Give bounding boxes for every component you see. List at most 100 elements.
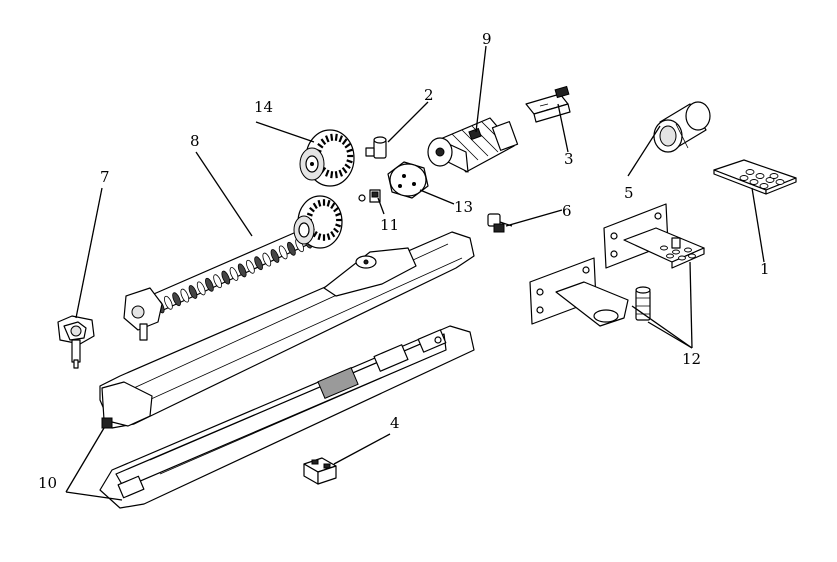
plate-hole — [775, 179, 785, 185]
part-6-pin — [487, 213, 513, 233]
gear-tooth — [344, 163, 351, 169]
label-part-2: 2 — [424, 86, 434, 104]
worm-thread — [237, 263, 247, 278]
leader-12b — [647, 321, 693, 349]
gear-tooth — [341, 166, 348, 174]
label-part-12: 12 — [682, 350, 701, 368]
gear-tooth — [338, 135, 344, 143]
leader-1 — [751, 187, 765, 263]
label-part-4: 4 — [390, 414, 400, 432]
gear-tooth — [324, 135, 330, 143]
gear-tooth — [326, 199, 331, 207]
part-labels: 1 2 3 4 5 6 7 8 9 10 11 12 13 14 — [38, 30, 770, 492]
part-12-upper-bracket — [603, 203, 705, 269]
part-9-motor — [427, 117, 519, 173]
leader-4 — [333, 433, 391, 465]
leader-3 — [557, 103, 569, 153]
worm-thread — [180, 288, 190, 303]
label-part-14: 14 — [254, 98, 273, 116]
part-12-lower-bracket — [529, 257, 651, 327]
gear-tooth — [338, 169, 344, 177]
part-13-end-plate — [387, 161, 429, 199]
gear-tooth — [346, 148, 353, 153]
gear-tooth — [309, 206, 315, 213]
part-1-plate — [713, 159, 797, 195]
label-part-11: 11 — [380, 216, 399, 234]
worm-thread — [164, 295, 173, 310]
label-part-9: 9 — [482, 30, 492, 48]
bracket-hole — [660, 245, 668, 251]
worm-thread — [172, 292, 181, 307]
plate-hole — [749, 179, 759, 185]
label-part-13: 13 — [454, 198, 473, 216]
bracket-hole — [678, 255, 686, 261]
gear-tooth — [317, 143, 324, 149]
leader-11 — [377, 197, 385, 215]
plate-hole — [769, 173, 779, 179]
leader-12c — [631, 305, 693, 349]
gear-tooth — [330, 202, 336, 210]
label-part-3: 3 — [564, 150, 574, 168]
gear-tooth — [334, 133, 338, 141]
leader-7 — [75, 187, 103, 319]
worm-thread — [270, 249, 280, 263]
leader-6 — [505, 209, 563, 227]
worm-thread — [221, 270, 231, 285]
worm-thread — [188, 285, 198, 299]
leader-lines — [65, 45, 765, 501]
gear-tooth — [335, 212, 342, 217]
gear-tooth — [320, 138, 327, 146]
worm-thread — [196, 281, 206, 296]
worm-thread — [254, 256, 263, 271]
gear-tooth — [324, 169, 330, 177]
gear-tooth — [334, 171, 338, 179]
part-11-clip — [358, 189, 381, 203]
leader-9 — [475, 45, 487, 133]
label-part-6: 6 — [562, 202, 572, 220]
gear-tooth — [326, 233, 331, 241]
leader-13 — [419, 189, 455, 205]
worm-thread — [262, 252, 272, 267]
gear-tooth — [346, 159, 353, 164]
gear-tooth — [306, 212, 313, 217]
leader-10a — [65, 427, 105, 493]
gear-tooth — [333, 206, 339, 213]
worm-thread — [278, 245, 288, 260]
gear-tooth — [330, 133, 334, 141]
leader-5 — [627, 125, 661, 177]
leader-10b — [65, 491, 123, 501]
gear-tooth — [330, 171, 334, 179]
part-2-coupling — [365, 136, 387, 159]
part-1-holes — [739, 169, 785, 189]
gear-tooth — [317, 233, 322, 241]
leader-14 — [255, 121, 315, 143]
worm-thread — [229, 267, 239, 281]
plate-hole — [745, 169, 755, 175]
part-12-holes — [660, 245, 696, 261]
plate-hole — [739, 175, 749, 181]
bracket-hole — [672, 249, 680, 255]
plate-hole — [759, 183, 769, 189]
part-7-clevis-bracket — [57, 315, 95, 369]
label-part-8: 8 — [190, 132, 200, 150]
gear-tooth — [333, 227, 339, 234]
worm-thread — [246, 259, 255, 274]
gear-tooth — [344, 143, 351, 149]
leader-2 — [387, 101, 429, 143]
worm-thread — [205, 277, 214, 292]
leader-8 — [195, 151, 253, 237]
gear-tooth — [317, 199, 322, 207]
label-part-1: 1 — [760, 260, 770, 278]
leader-12a — [689, 261, 693, 349]
label-part-10: 10 — [38, 474, 57, 492]
upper-housing-cover — [99, 231, 475, 429]
bracket-hole — [666, 253, 674, 259]
lower-housing-base — [99, 325, 475, 509]
gear-tooth — [341, 138, 348, 146]
part-14-gear — [299, 129, 355, 187]
worm-thread — [287, 241, 296, 256]
part-5-bushing — [653, 101, 711, 153]
gear-tooth — [330, 230, 336, 238]
bracket-hole — [688, 253, 696, 259]
